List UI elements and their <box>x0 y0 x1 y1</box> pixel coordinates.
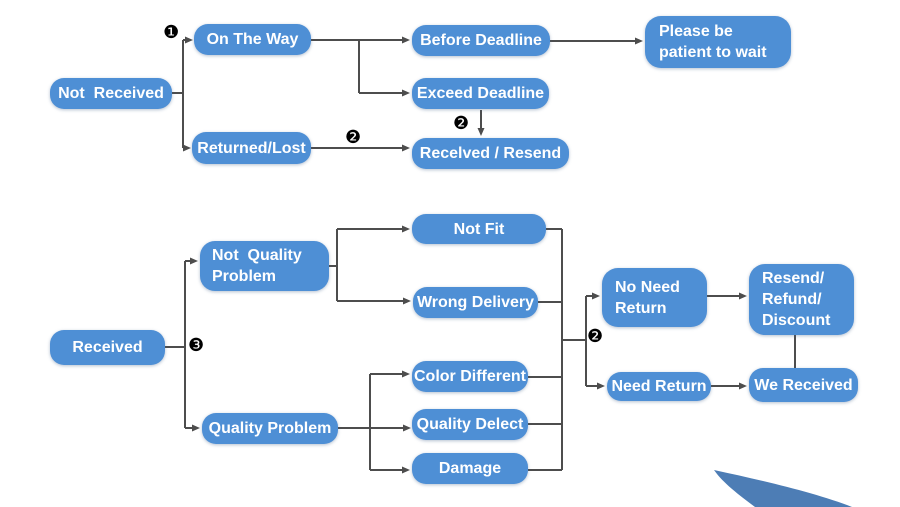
node-please-be-patient: Please be patient to wait <box>645 16 791 68</box>
node-quality-delect: Quality Delect <box>412 409 528 440</box>
node-received-resend: Recelved / Resend <box>412 138 569 169</box>
step-2-marker-exceed: ❷ <box>453 113 470 134</box>
node-received: Received <box>50 330 165 365</box>
step-1-marker: ❶ <box>163 22 180 43</box>
step-2-marker-merge: ❷ <box>587 326 604 347</box>
node-quality-problem: Quality Problem <box>202 413 338 444</box>
step-3-marker: ❸ <box>188 335 205 356</box>
node-we-received: We Received <box>749 368 858 402</box>
node-not-quality-problem: Not Quality Problem <box>200 241 329 291</box>
node-need-return: Need Return <box>607 372 711 401</box>
node-returned-lost: Returned/Lost <box>192 132 311 164</box>
node-damage: Damage <box>412 453 528 484</box>
swoosh-logo-shape <box>714 470 852 507</box>
node-exceed-deadline: Exceed Deadline <box>412 78 549 109</box>
node-before-deadline: Before Deadline <box>412 25 550 56</box>
node-no-need-return: No Need Return <box>602 268 707 327</box>
node-not-received: Not Received <box>50 78 172 109</box>
step-2-marker-returned: ❷ <box>345 127 362 148</box>
node-wrong-delivery: Wrong Delivery <box>413 287 538 318</box>
node-not-fit: Not Fit <box>412 214 546 244</box>
node-color-different: Color Different <box>412 361 528 392</box>
node-resend-refund-discount: Resend/ Refund/ Discount <box>749 264 854 335</box>
node-on-the-way: On The Way <box>194 24 311 55</box>
